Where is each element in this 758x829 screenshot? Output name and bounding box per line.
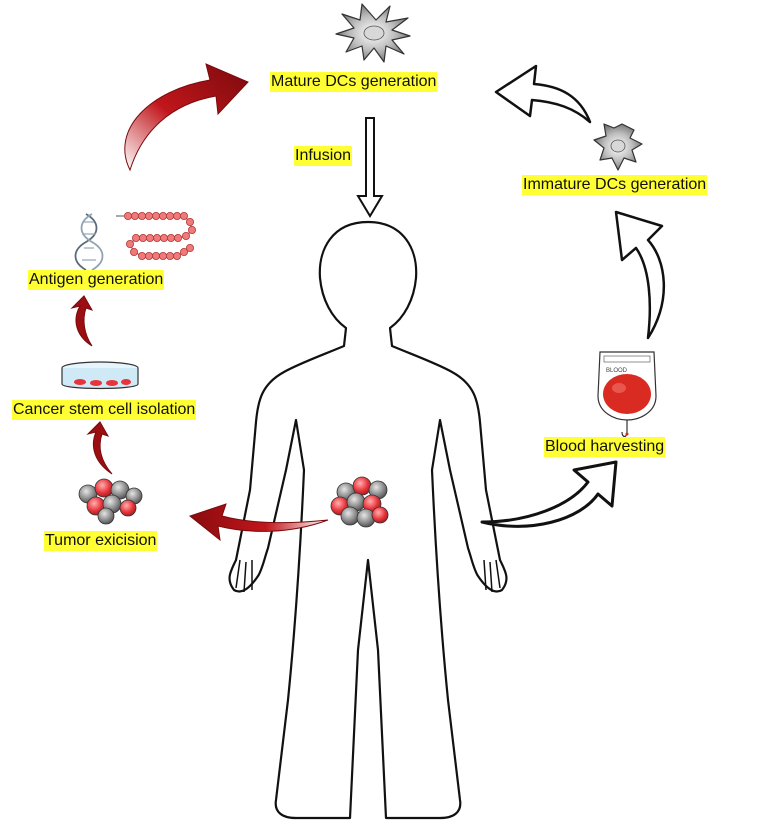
arrow-body-to-blood (482, 462, 616, 526)
peptide-bead (166, 252, 173, 259)
peptide-bead (173, 212, 180, 219)
mature-dendritic-cell-icon (336, 4, 410, 62)
peptide-bead (153, 234, 160, 241)
red-arrow-stemcell-to-antigen (72, 296, 92, 346)
peptide-chain-icon (116, 212, 196, 259)
peptide-bead (166, 212, 173, 219)
peptide-bead (159, 252, 166, 259)
peptide-bead (174, 234, 181, 241)
peptide-bead (186, 244, 193, 251)
petri-dish-icon (62, 362, 138, 389)
blood-bag-text: BLOOD (606, 368, 628, 374)
peptide-bead (152, 252, 159, 259)
red-arrow-antigen-to-mature (125, 64, 248, 170)
peptide-bead (182, 232, 189, 239)
dna-helix-icon (76, 214, 103, 270)
peptide-bead (145, 252, 152, 259)
peptide-bead (159, 212, 166, 219)
peptide-bead (131, 212, 138, 219)
peptide-bead (138, 252, 145, 259)
peptide-bead (124, 212, 131, 219)
peptide-bead (188, 226, 195, 233)
peptide-bead (160, 234, 167, 241)
immature-dendritic-cell-icon (594, 124, 642, 170)
tumor-cell-cluster-icon (79, 479, 142, 524)
peptide-bead (145, 212, 152, 219)
peptide-bead (180, 212, 187, 219)
arrow-blood-to-immature (616, 212, 664, 338)
red-arrow-body-to-tumor (190, 504, 328, 540)
peptide-bead (138, 212, 145, 219)
peptide-bead (146, 234, 153, 241)
label-mature-dcs: Mature DCs generation (270, 72, 437, 92)
label-cancer-stem: Cancer stem cell isolation (12, 400, 196, 420)
peptide-bead (126, 240, 133, 247)
peptide-bead (173, 252, 180, 259)
body-tumor-icon (331, 477, 388, 527)
label-antigen: Antigen generation (28, 270, 164, 290)
label-immature-dcs: Immature DCs generation (522, 175, 707, 195)
label-blood: Blood harvesting (544, 437, 665, 457)
label-infusion: Infusion (294, 146, 352, 166)
red-arrow-tumor-to-stemcell (88, 422, 112, 474)
peptide-bead (130, 248, 137, 255)
infusion-arrow (358, 118, 382, 216)
arrow-immature-to-mature (496, 66, 590, 122)
blood-bag-icon: BLOOD (598, 352, 656, 437)
peptide-bead (167, 234, 174, 241)
peptide-bead (152, 212, 159, 219)
peptide-bead (186, 218, 193, 225)
peptide-bead (139, 234, 146, 241)
label-tumor: Tumor exicision (44, 531, 157, 551)
peptide-bead (132, 234, 139, 241)
